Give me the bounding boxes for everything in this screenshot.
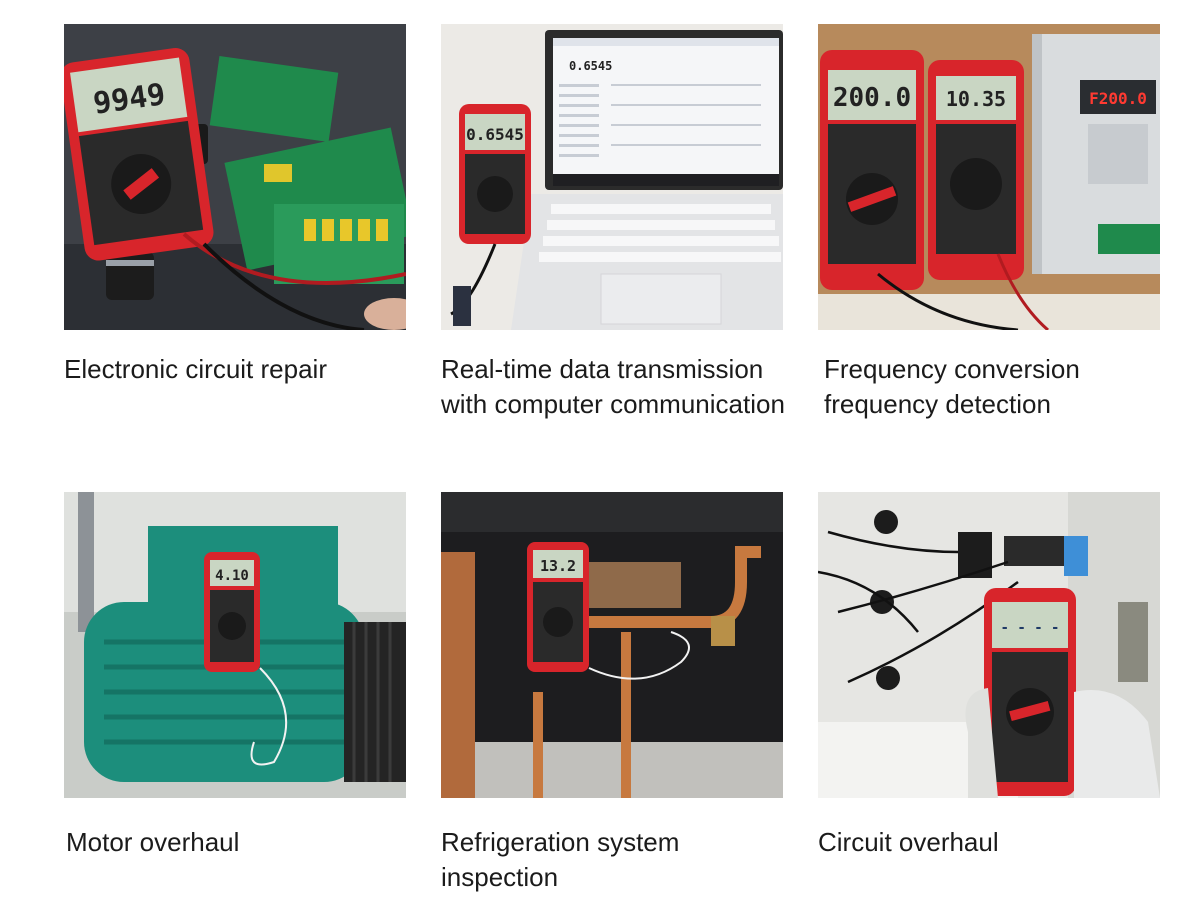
photo-frequency-conversion: F200.0 200.0 10.35 (818, 24, 1160, 330)
photo-circuit-overhaul: - - - - (818, 492, 1160, 798)
meter-reading-5: 13.2 (540, 557, 576, 575)
motor-overhaul-image: 4.10 (64, 492, 406, 798)
inverter-display: F200.0 (1089, 89, 1147, 108)
circuit-overhaul-image: - - - - (818, 492, 1160, 798)
photo-refrigeration: 13.2 (441, 492, 783, 798)
caption-5: Refrigeration system inspection (441, 827, 680, 892)
caption-1: Electronic circuit repair (64, 354, 327, 384)
photo-circuit-repair: 9949 (64, 24, 406, 330)
screen-value: 0.6545 (569, 59, 612, 73)
refrigeration-image: 13.2 (441, 492, 783, 798)
circuit-repair-image: 9949 (64, 24, 406, 330)
photo-motor-overhaul: 4.10 (64, 492, 406, 798)
caption-6: Circuit overhaul (818, 827, 999, 857)
caption-4: Motor overhaul (66, 827, 240, 857)
photo-data-transmission: 0.6545 0.6545 (441, 24, 783, 330)
caption-3: Frequency conversion frequency detection (824, 354, 1080, 419)
meter-reading-4: 4.10 (215, 568, 249, 584)
meter-reading-3a: 200.0 (833, 83, 911, 113)
frequency-conversion-image: F200.0 200.0 10.35 (818, 24, 1160, 330)
meter-reading-2: 0.6545 (466, 125, 524, 144)
data-transmission-image: 0.6545 0.6545 (441, 24, 783, 330)
meter-reading-3b: 10.35 (946, 87, 1006, 111)
caption-2: Real-time data transmission with compute… (441, 354, 785, 419)
meter-reading-6: - - - - (1000, 620, 1059, 636)
